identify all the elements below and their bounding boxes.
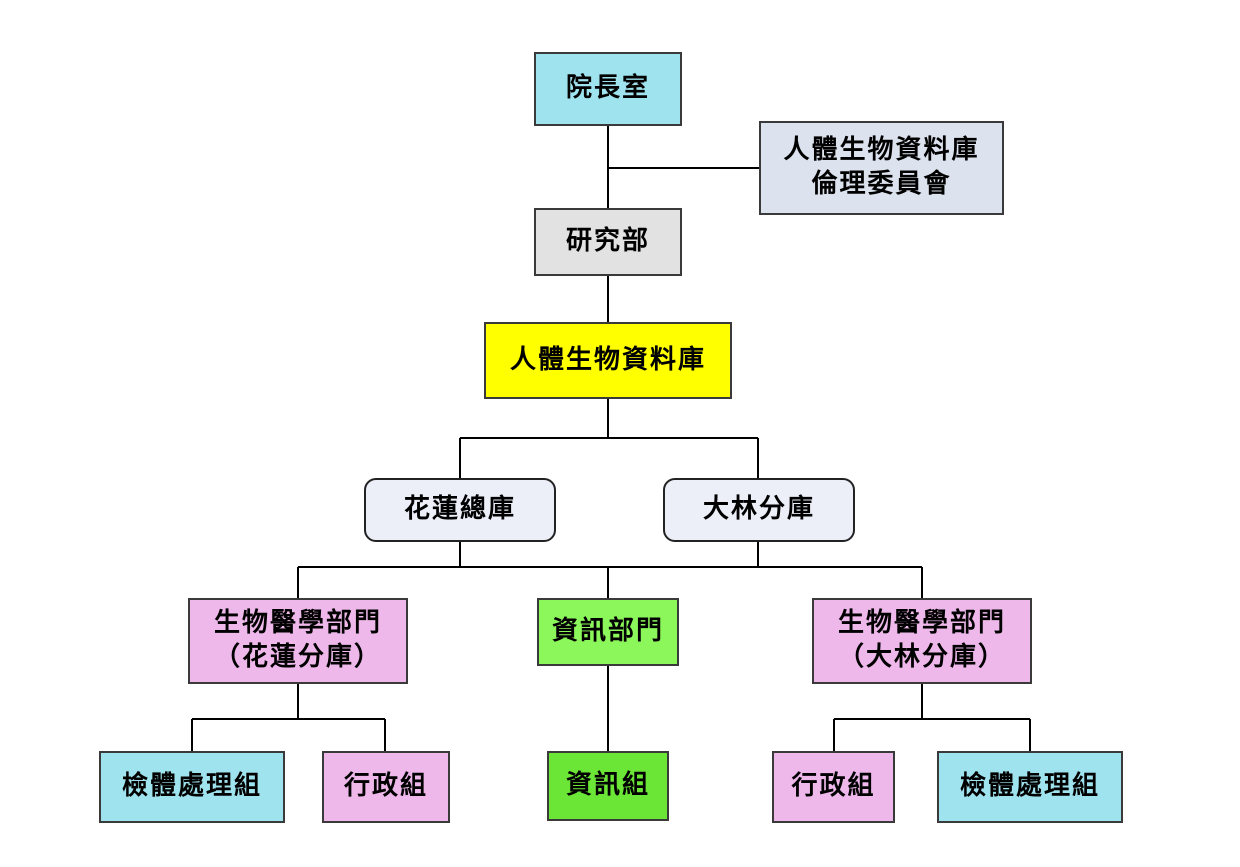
biomed-dalin-line1: 生物醫學部門 <box>837 608 1006 639</box>
admin-group-left-label: 行政組 <box>343 771 428 802</box>
specimen-group-right-box: 檢體處理組 <box>937 751 1123 823</box>
dalin-branch-label: 大林分庫 <box>702 494 815 525</box>
biomed-hualien-line1: 生物醫學部門 <box>213 608 382 639</box>
ethics-committee-line1: 人體生物資料庫 <box>783 135 980 166</box>
info-group-label: 資訊組 <box>565 770 650 801</box>
info-dept-box: 資訊部門 <box>537 598 679 666</box>
dalin-branch-box: 大林分庫 <box>663 478 855 542</box>
biomed-dalin-box: 生物醫學部門 （大林分庫） <box>812 598 1032 684</box>
info-dept-label: 資訊部門 <box>551 616 664 647</box>
info-group-box: 資訊組 <box>547 751 669 821</box>
biobank-box: 人體生物資料庫 <box>484 322 732 399</box>
admin-group-right-box: 行政組 <box>772 751 895 823</box>
research-dept-box: 研究部 <box>534 208 682 276</box>
biomed-dalin-line2: （大林分庫） <box>837 642 1006 672</box>
president-office-label: 院長室 <box>565 73 650 104</box>
biomed-hualien-line2: （花蓮分庫） <box>213 642 382 672</box>
admin-group-left-box: 行政組 <box>322 751 450 823</box>
hualien-main-label: 花蓮總庫 <box>403 494 516 525</box>
biobank-label: 人體生物資料庫 <box>509 344 706 375</box>
biomed-hualien-box: 生物醫學部門 （花蓮分庫） <box>188 598 408 684</box>
specimen-group-left-box: 檢體處理組 <box>99 751 285 823</box>
hualien-main-box: 花蓮總庫 <box>364 478 556 542</box>
ethics-committee-line2: 倫理委員會 <box>811 169 952 199</box>
research-dept-label: 研究部 <box>565 226 650 257</box>
specimen-group-right-label: 檢體處理組 <box>959 771 1100 802</box>
ethics-committee-box: 人體生物資料庫 倫理委員會 <box>759 121 1004 215</box>
president-office-box: 院長室 <box>534 52 682 126</box>
specimen-group-left-label: 檢體處理組 <box>121 771 262 802</box>
admin-group-right-label: 行政組 <box>791 771 876 802</box>
